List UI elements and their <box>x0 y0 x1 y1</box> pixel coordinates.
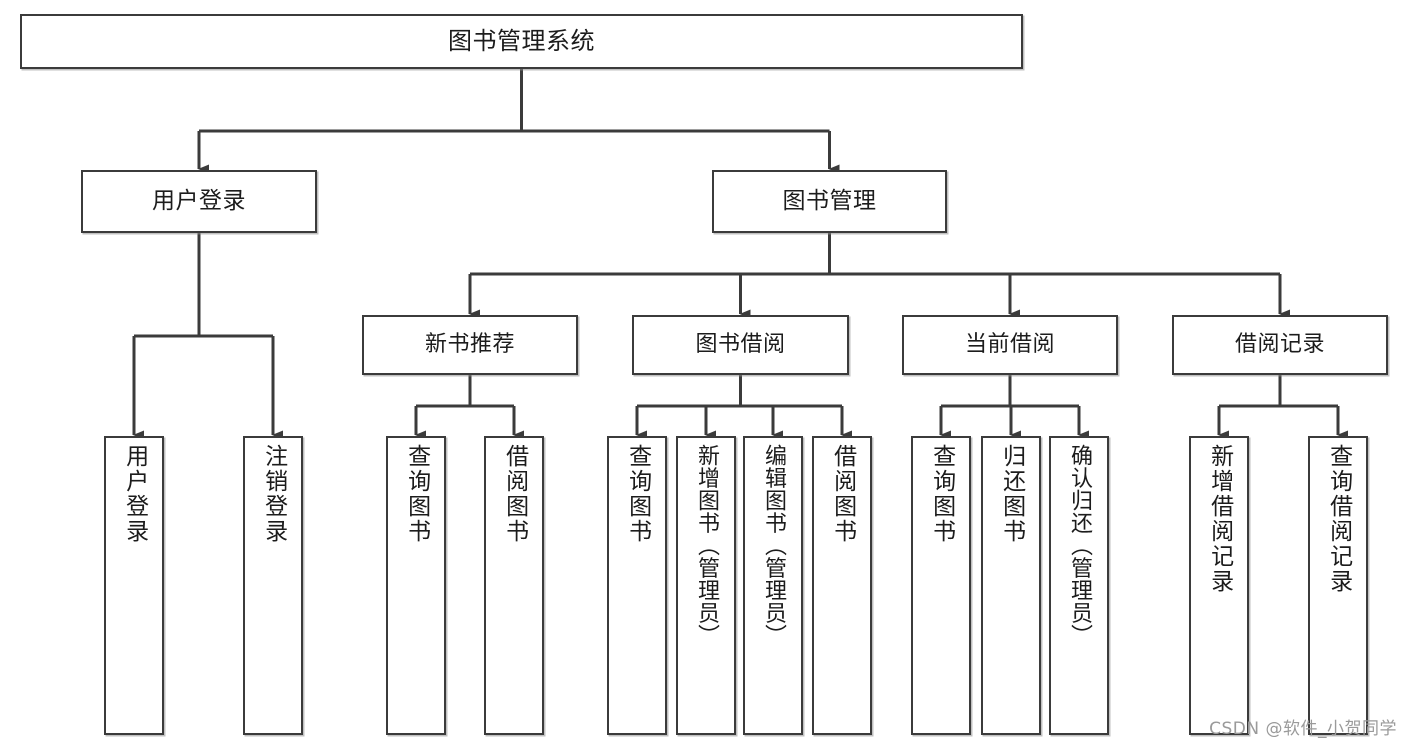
leaf-borrow-borrow-book[interactable]: 借阅图书 <box>812 436 872 735</box>
leaf-record-query-borrow-record-label: 查询借阅记录 <box>1325 444 1352 594</box>
node-user-login-label: 用户登录 <box>152 188 246 215</box>
leaf-current-return-book-label: 归还图书 <box>998 444 1025 544</box>
leaf-record-query-borrow-record[interactable]: 查询借阅记录 <box>1308 436 1368 735</box>
leaf-recommend-query-book[interactable]: 查询图书 <box>386 436 446 735</box>
leaf-borrow-add-book-admin[interactable]: 新增图书（管理员） <box>676 436 736 735</box>
watermark: CSDN @软件_小贺同学 <box>1209 719 1397 739</box>
leaf-current-query-book[interactable]: 查询图书 <box>911 436 971 735</box>
leaf-record-add-borrow-record[interactable]: 新增借阅记录 <box>1189 436 1249 735</box>
leaf-record-add-borrow-record-label: 新增借阅记录 <box>1206 444 1233 594</box>
leaf-current-query-book-label: 查询图书 <box>928 444 955 544</box>
node-current-borrow[interactable]: 当前借阅 <box>902 315 1118 375</box>
node-root-label: 图书管理系统 <box>448 26 595 55</box>
node-book-management[interactable]: 图书管理 <box>712 170 947 233</box>
node-user-login[interactable]: 用户登录 <box>81 170 317 233</box>
node-book-borrow-label: 图书借阅 <box>695 332 786 358</box>
leaf-current-return-book[interactable]: 归还图书 <box>981 436 1041 735</box>
node-borrow-record[interactable]: 借阅记录 <box>1172 315 1388 375</box>
node-book-borrow[interactable]: 图书借阅 <box>632 315 849 375</box>
leaf-borrow-borrow-book-label: 借阅图书 <box>829 444 856 544</box>
leaf-current-confirm-return-admin[interactable]: 确认归还（管理员） <box>1049 436 1109 735</box>
node-borrow-record-label: 借阅记录 <box>1234 332 1325 358</box>
leaf-current-confirm-return-admin-label: 确认归还（管理员） <box>1066 444 1092 647</box>
leaf-user-logout[interactable]: 注销登录 <box>243 436 303 735</box>
leaf-user-logout-label: 注销登录 <box>260 444 287 544</box>
node-root[interactable]: 图书管理系统 <box>20 14 1023 69</box>
leaf-borrow-query-book-label: 查询图书 <box>624 444 651 544</box>
leaf-recommend-borrow-book[interactable]: 借阅图书 <box>484 436 544 735</box>
leaf-recommend-borrow-book-label: 借阅图书 <box>501 444 528 544</box>
leaf-borrow-edit-book-admin-label: 编辑图书（管理员） <box>760 444 786 647</box>
leaf-user-login-label: 用户登录 <box>121 444 148 544</box>
node-new-book-recommend-label: 新书推荐 <box>424 332 515 358</box>
leaf-borrow-edit-book-admin[interactable]: 编辑图书（管理员） <box>743 436 803 735</box>
leaf-borrow-add-book-admin-label: 新增图书（管理员） <box>693 444 719 647</box>
node-current-borrow-label: 当前借阅 <box>964 332 1055 358</box>
node-new-book-recommend[interactable]: 新书推荐 <box>362 315 578 375</box>
leaf-borrow-query-book[interactable]: 查询图书 <box>607 436 667 735</box>
leaf-recommend-query-book-label: 查询图书 <box>403 444 430 544</box>
leaf-user-login[interactable]: 用户登录 <box>104 436 164 735</box>
node-book-management-label: 图书管理 <box>782 188 877 215</box>
